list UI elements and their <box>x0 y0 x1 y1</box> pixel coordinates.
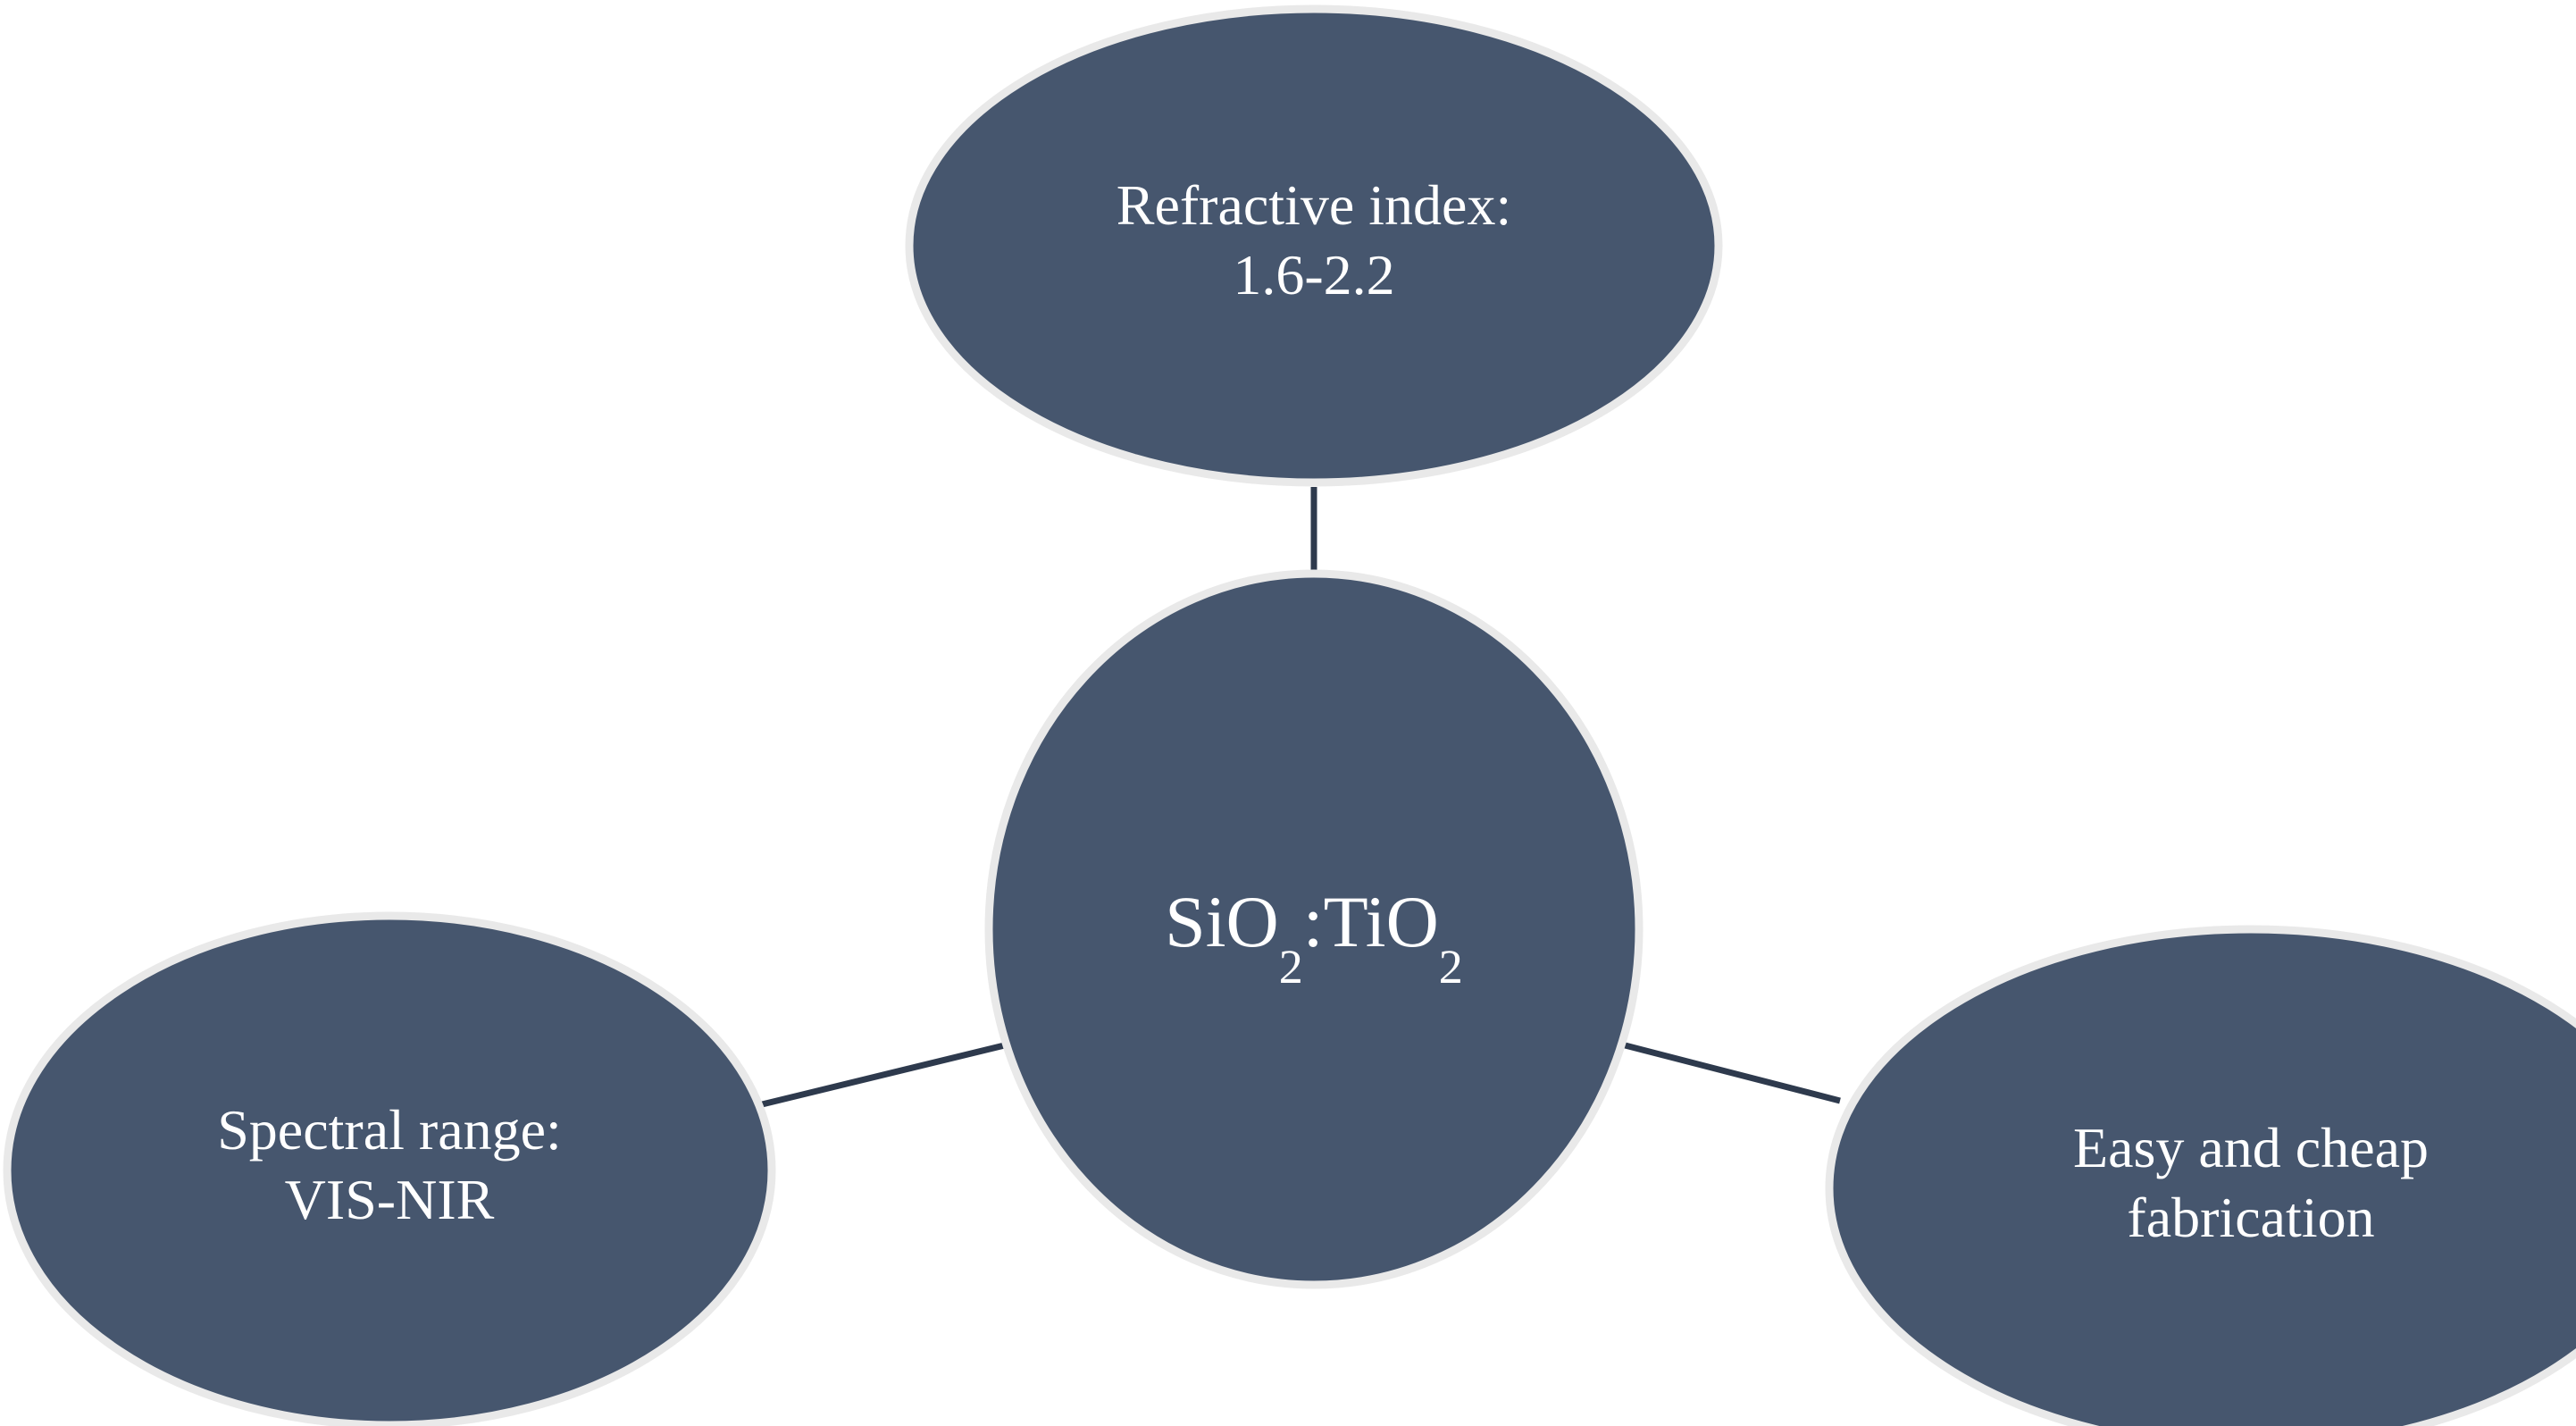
spectral-range-label: Spectral range:VIS-NIR <box>217 1098 562 1231</box>
easy-cheap-fabrication-ellipse[interactable] <box>1825 925 2576 1426</box>
sio2-tio2-label: SiO2:TiO2 <box>1165 881 1463 994</box>
sio2-tio2-ellipse[interactable] <box>984 569 1643 1289</box>
connector-right <box>1607 1037 1841 1104</box>
spectral-range-ellipse[interactable] <box>3 911 776 1426</box>
refractive-index-ellipse[interactable] <box>905 4 1723 487</box>
connector-left <box>754 1037 1024 1110</box>
connector-group <box>754 487 1841 1110</box>
spectral-range-node[interactable]: Spectral range:VIS-NIR <box>3 911 776 1426</box>
refractive-index-label: Refractive index:1.6-2.2 <box>1117 173 1511 306</box>
sio2-tio2-node[interactable]: SiO2:TiO2 <box>984 569 1643 1289</box>
refractive-index-node[interactable]: Refractive index:1.6-2.2 <box>905 4 1723 487</box>
